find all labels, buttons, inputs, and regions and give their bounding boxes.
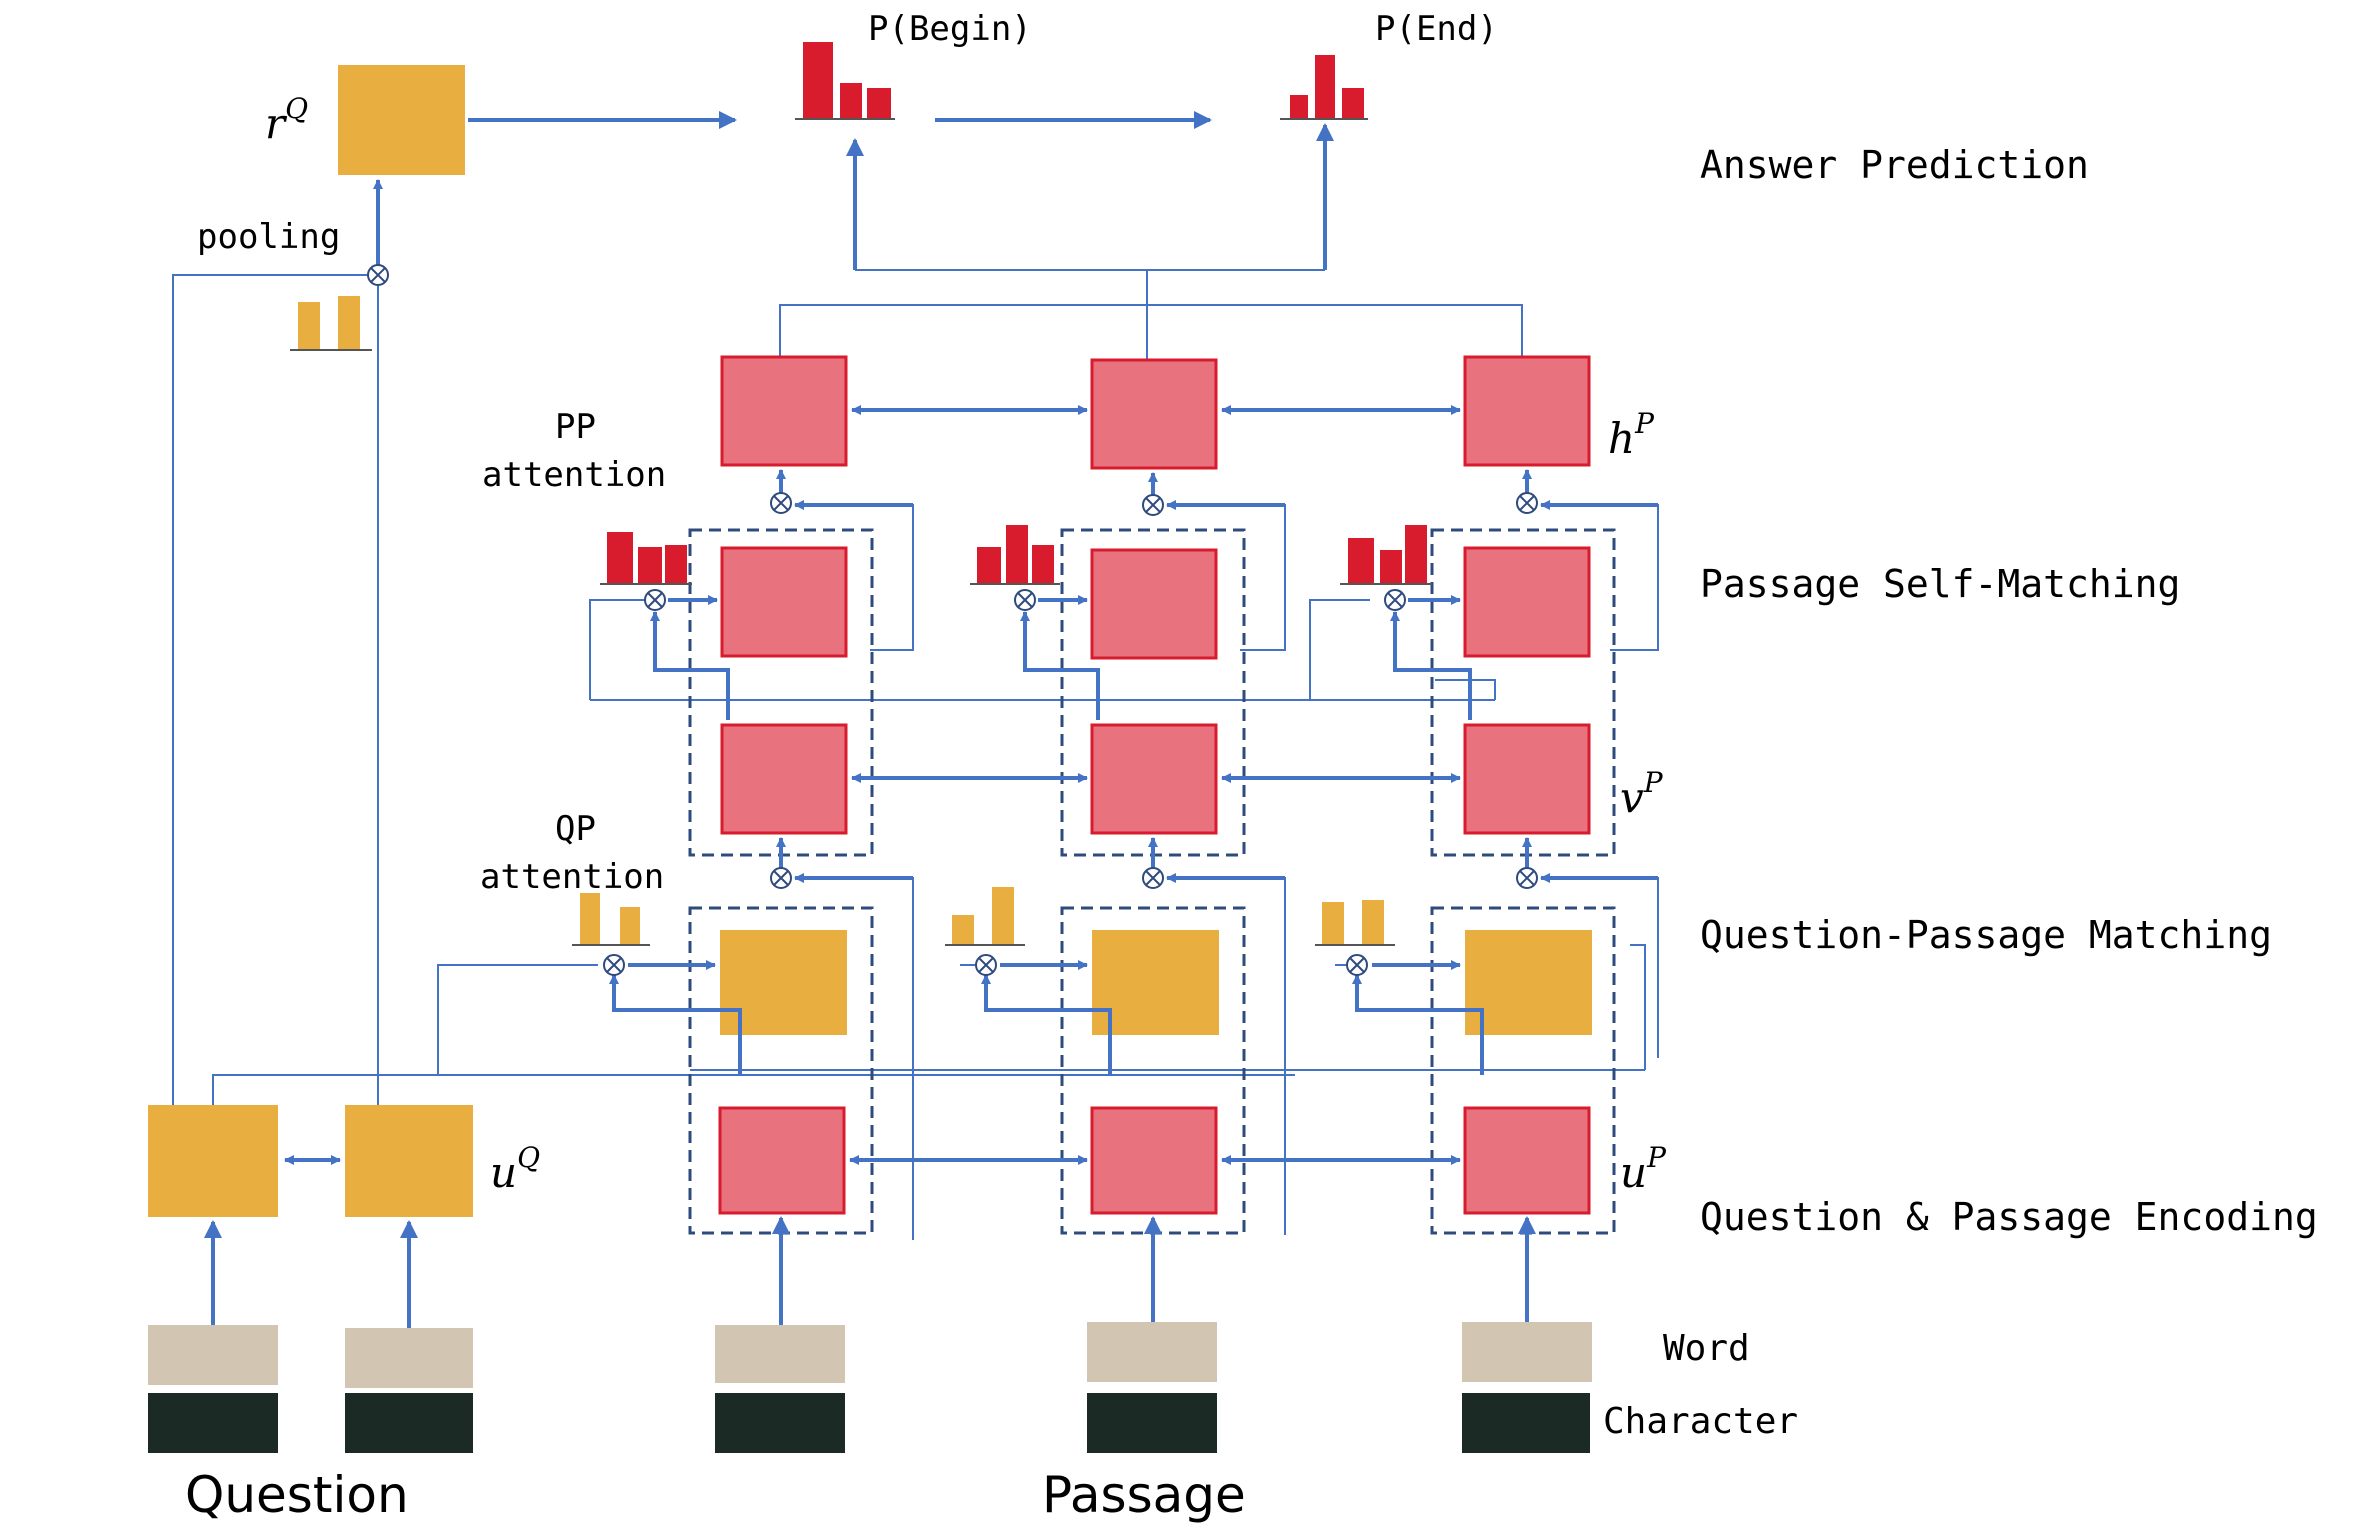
question-label: Question bbox=[185, 1466, 409, 1524]
question-word-embedding-2 bbox=[345, 1328, 473, 1388]
vp-cell-2 bbox=[1090, 723, 1218, 835]
passage-encoding-cell-2 bbox=[1090, 1106, 1218, 1215]
vp-cell-3 bbox=[1463, 723, 1591, 835]
question-rnn-cell-1 bbox=[148, 1105, 278, 1217]
question-char-embedding-1 bbox=[148, 1393, 278, 1453]
passage-char-embedding-2 bbox=[1087, 1393, 1217, 1453]
circled-times-icon bbox=[1142, 867, 1164, 889]
question-passage-matching bbox=[720, 723, 1591, 835]
circled-times-icon bbox=[975, 954, 997, 976]
pp-attention-bars-2 bbox=[970, 525, 1060, 585]
flow-arrows bbox=[204, 111, 1658, 1328]
thin-connection-lines bbox=[172, 269, 1659, 1240]
character-label: Character bbox=[1603, 1401, 1798, 1442]
passage-self-matching-output bbox=[720, 355, 1591, 470]
self-match-cell-2 bbox=[1090, 548, 1218, 660]
p-end-bars bbox=[1280, 55, 1368, 120]
circled-times-icon bbox=[1516, 867, 1538, 889]
circled-times-icon bbox=[770, 492, 792, 514]
answer-prediction-label: Answer Prediction bbox=[1700, 143, 2089, 187]
question-char-embedding-2 bbox=[345, 1393, 473, 1453]
qp-attention-bars-2 bbox=[945, 887, 1025, 946]
passage-char-embedding-1 bbox=[715, 1393, 845, 1453]
hp-label: hP bbox=[1608, 407, 1655, 463]
pp-attention-bars-3 bbox=[1340, 525, 1432, 585]
passage-word-embedding-2 bbox=[1087, 1322, 1217, 1382]
circled-times-icon bbox=[1142, 494, 1164, 516]
p-begin-label: P(Begin) bbox=[868, 9, 1032, 49]
circled-times-icon bbox=[1014, 589, 1036, 611]
question-encoding bbox=[148, 1105, 473, 1217]
self-match-frame-3 bbox=[1430, 528, 1616, 857]
passage-word-embedding-1 bbox=[715, 1325, 845, 1383]
qp-attention-label-1: QP bbox=[555, 809, 596, 849]
qp-attention-bars-3 bbox=[1315, 900, 1395, 946]
circled-times-icon bbox=[367, 264, 389, 286]
circled-times-icon bbox=[603, 954, 625, 976]
question-word-embedding-1 bbox=[148, 1325, 278, 1385]
hp-cell-3 bbox=[1463, 355, 1591, 467]
pp-attention-label-2: attention bbox=[482, 455, 666, 495]
attention-weight-bars bbox=[290, 42, 1432, 946]
passage-char-embedding-3 bbox=[1462, 1393, 1590, 1453]
qp-attention-inputs bbox=[720, 930, 1592, 1035]
qp-context-cell-2 bbox=[1092, 930, 1219, 1035]
hp-cell-2 bbox=[1090, 358, 1218, 470]
vp-label: vP bbox=[1620, 766, 1664, 822]
hp-cell-1 bbox=[720, 355, 848, 467]
rq-label: rQ bbox=[265, 92, 308, 148]
circled-times-icon bbox=[644, 589, 666, 611]
circled-times-icon bbox=[1346, 954, 1368, 976]
passage-self-matching-label: Passage Self-Matching bbox=[1700, 562, 2180, 606]
question-passage-matching-label: Question-Passage Matching bbox=[1700, 913, 2272, 957]
passage-encoding-cell-1 bbox=[718, 1106, 846, 1215]
circled-times-icon bbox=[1516, 492, 1538, 514]
pp-attention-label-1: PP bbox=[555, 407, 596, 447]
passage-label: Passage bbox=[1042, 1466, 1246, 1524]
passage-encoding-cell-3 bbox=[1463, 1106, 1591, 1215]
passage-word-embedding-3 bbox=[1462, 1322, 1592, 1382]
self-match-cell-3 bbox=[1463, 546, 1591, 658]
self-match-cell-1 bbox=[720, 546, 848, 658]
self-matching-cells bbox=[720, 546, 1591, 660]
pp-attention-bars-1 bbox=[600, 532, 692, 585]
pooling-attention-bars bbox=[290, 296, 372, 351]
embedding-blocks bbox=[148, 1322, 1592, 1453]
word-label: Word bbox=[1663, 1328, 1750, 1369]
p-end-label: P(End) bbox=[1375, 9, 1498, 49]
pooling-label: pooling bbox=[197, 217, 340, 257]
uq-label: uQ bbox=[490, 1141, 540, 1197]
up-label: uP bbox=[1620, 1141, 1667, 1197]
qp-attention-label-2: attention bbox=[480, 857, 664, 897]
qp-attention-bars-1 bbox=[572, 893, 650, 946]
question-rnn-cell-2 bbox=[345, 1105, 473, 1217]
p-begin-bars bbox=[795, 42, 895, 120]
circled-times-icon bbox=[770, 867, 792, 889]
passage-encoding bbox=[718, 1106, 1591, 1215]
question-passage-encoding-label: Question & Passage Encoding bbox=[1700, 1195, 2318, 1239]
circled-times-icon bbox=[1384, 589, 1406, 611]
question-pooled-vector bbox=[338, 65, 465, 175]
circled-times-icons bbox=[367, 264, 1538, 976]
qp-context-cell-3 bbox=[1465, 930, 1592, 1035]
vp-cell-1 bbox=[720, 723, 848, 835]
